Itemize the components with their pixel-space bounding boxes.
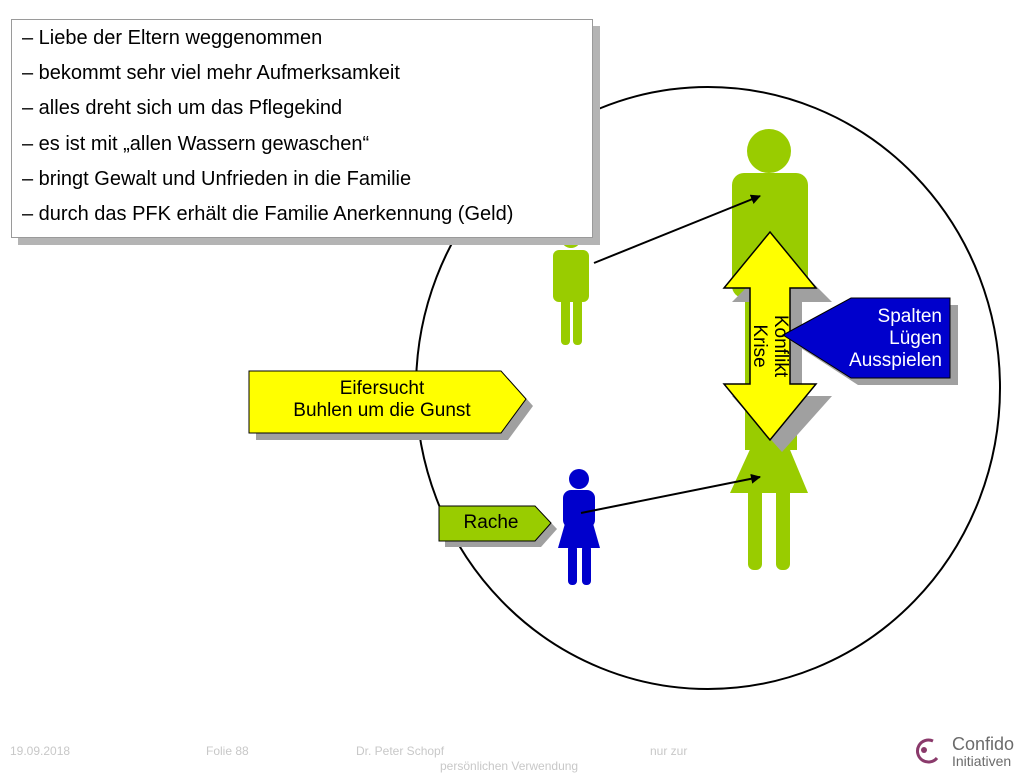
jealousy-callout — [248, 370, 527, 434]
footer-note-cont: persönlichen Verwendung — [440, 759, 579, 773]
confido-logo-icon — [915, 738, 939, 764]
bullet-item: – alles dreht sich um das Pflegekind — [22, 97, 343, 119]
foster-child-figure — [553, 228, 589, 345]
revenge-label: Rache — [463, 512, 519, 533]
logo-subtitle: Initiativen — [952, 753, 1012, 769]
manipulation-callout — [782, 297, 951, 379]
footer-date: 19.09.2018 — [10, 744, 71, 758]
bullet-item: – bekommt sehr viel mehr Aufmerksamkeit — [22, 62, 400, 84]
footer-author: Dr. Peter Schopf — [356, 744, 445, 758]
daughter-figure — [558, 469, 600, 585]
footer-slide-number: Folie 88 — [206, 744, 249, 758]
konflikt-text: Konflikt — [770, 314, 791, 378]
krise-text: Krise — [749, 324, 770, 368]
eifersucht-text: Eifersucht — [339, 378, 425, 399]
conflict-double-arrow — [722, 230, 818, 442]
manipulation-label: Spalten Lügen Ausspielen — [826, 306, 942, 372]
logo-name: Confido — [952, 734, 1015, 754]
buhlen-text: Buhlen um die Gunst — [293, 400, 471, 421]
conflict-label: Konflikt Krise — [749, 314, 791, 378]
revenge-callout — [438, 505, 552, 542]
bullet-item: – Liebe der Eltern weggenommen — [22, 27, 323, 49]
bullet-item: – durch das PFK erhält die Familie Anerk… — [22, 203, 514, 225]
arrow-child-to-father — [593, 194, 761, 264]
mother-figure — [730, 445, 808, 570]
bullet-item: – bringt Gewalt und Unfrieden in die Fam… — [22, 168, 412, 190]
jealousy-label: Eifersucht Buhlen um die Gunst — [262, 378, 502, 422]
bullet-list: – Liebe der Eltern weggenommen – bekommt… — [11, 19, 593, 238]
ausspielen-text: Ausspielen — [849, 350, 942, 371]
spalten-text: Spalten — [877, 306, 942, 327]
luegen-text: Lügen — [889, 328, 942, 349]
footer-note: nur zur — [650, 744, 688, 758]
arrow-daughter-to-mother — [580, 473, 761, 514]
bullet-item: – es ist mit „allen Wassern gewaschen“ — [22, 133, 370, 155]
